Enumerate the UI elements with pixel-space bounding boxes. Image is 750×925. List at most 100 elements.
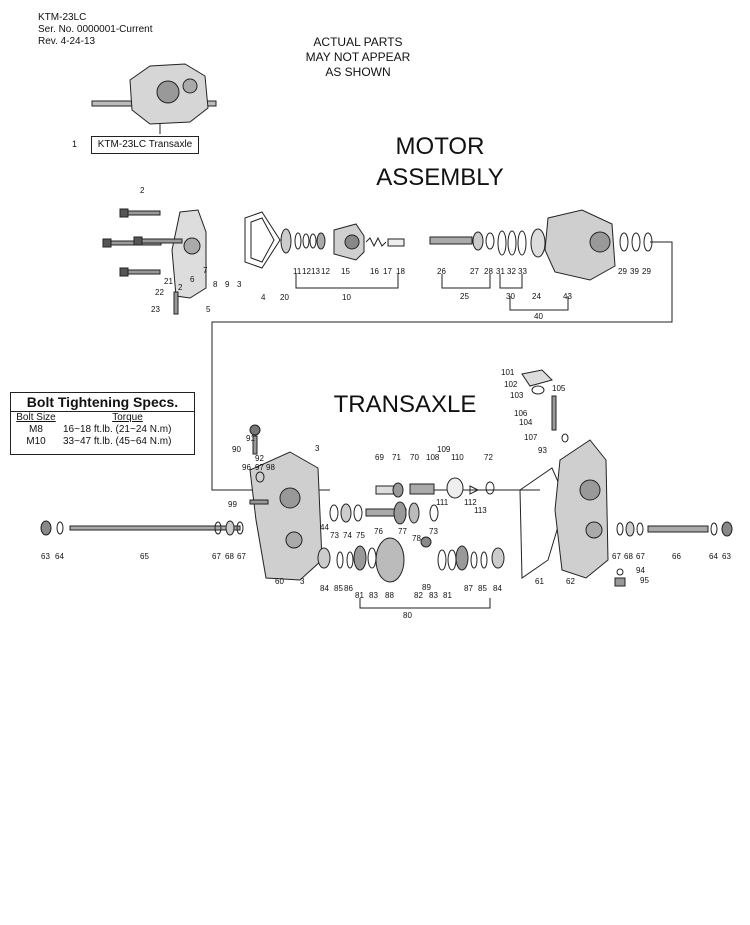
part-label: 67 <box>237 552 246 561</box>
bolt-size-cell: M10 <box>26 436 46 447</box>
notice-line-3: AS SHOWN <box>325 65 391 79</box>
part-label: 18 <box>396 267 405 276</box>
part-label: 22 <box>155 288 164 297</box>
part-label: 80 <box>403 611 412 620</box>
part-label: 83 <box>369 591 378 600</box>
part-label: 3 <box>300 577 305 586</box>
part-label: 77 <box>398 527 407 536</box>
motor-pin <box>387 238 405 247</box>
part-label: 82 <box>414 591 423 600</box>
part-label: 16 <box>370 267 379 276</box>
part-label: 8 <box>213 280 218 289</box>
part-label: 88 <box>385 591 394 600</box>
part-label: 74 <box>343 531 352 540</box>
part-label: 66 <box>672 552 681 561</box>
part-label: 107 <box>524 433 538 442</box>
part-label: 95 <box>640 576 649 585</box>
part-label: 12 <box>302 267 311 276</box>
assembly-callout-label: KTM-23LC Transaxle <box>91 136 199 154</box>
part-label: 63 <box>41 552 50 561</box>
part-label: 64 <box>55 552 64 561</box>
part-label: 73 <box>429 527 438 536</box>
part-label: 2 <box>178 283 183 292</box>
assembly-callout-number: 1 <box>72 139 78 149</box>
left-axle <box>69 525 241 531</box>
part-label: 83 <box>429 591 438 600</box>
part-label: 29 <box>642 267 651 276</box>
part-label: 3 <box>315 444 320 453</box>
part-label: 17 <box>383 267 392 276</box>
table-row: M10 33~47 ft.lb. (45~64 N.m) <box>11 436 194 448</box>
bolt-specs-table: Bolt Tightening Specs. Bolt Size Torque … <box>10 392 195 455</box>
part-label: 81 <box>443 591 452 600</box>
bolt-specs-grid: Bolt Size Torque M8 16~18 ft.lb. (21~24 … <box>11 412 194 448</box>
part-label: 85 <box>478 584 487 593</box>
part-label: 78 <box>412 534 421 543</box>
motor-gasket-inner <box>250 217 275 263</box>
part-label: 23 <box>151 305 160 314</box>
part-label: 72 <box>484 453 493 462</box>
part-label: 7 <box>203 266 208 275</box>
part-label: 67 <box>212 552 221 561</box>
part-label: 109 <box>437 445 451 454</box>
part-label: 61 <box>535 577 544 586</box>
parts-notice: ACTUAL PARTS MAY NOT APPEAR AS SHOWN <box>283 35 433 80</box>
part-label: 85 <box>334 584 343 593</box>
ring-gear <box>375 537 405 583</box>
part-label: 40 <box>534 312 543 321</box>
part-label: 113 <box>474 506 487 515</box>
motor-housing <box>544 209 616 281</box>
part-label: 93 <box>538 446 547 455</box>
part-label: 112 <box>464 498 477 507</box>
part-label: 9 <box>225 280 230 289</box>
part-label: 86 <box>344 584 353 593</box>
part-label: 5 <box>206 305 211 314</box>
motor-section-title-line-2: ASSEMBLY <box>376 164 504 191</box>
motor-section-title-line-1: MOTOR <box>395 133 485 160</box>
part-label: 90 <box>232 445 241 454</box>
part-label: 32 <box>507 267 516 276</box>
part-label: 60 <box>275 577 284 586</box>
revision-date: Rev. 4-24-13 <box>38 36 96 47</box>
part-label: 31 <box>496 267 505 276</box>
part-label: 92 <box>255 454 264 463</box>
part-label: 76 <box>374 527 383 536</box>
bolt-size-cell: M8 <box>29 424 43 435</box>
part-label: 75 <box>356 531 365 540</box>
part-label: 67 <box>636 552 645 561</box>
group-bracket-10 <box>295 274 399 289</box>
part-label: 21 <box>164 277 173 286</box>
part-label: 44 <box>320 523 329 532</box>
part-label: 43 <box>563 292 572 301</box>
part-label: 71 <box>392 453 401 462</box>
torque-cell: 16~18 ft.lb. (21~24 N.m) <box>63 424 172 435</box>
torque-cell: 33~47 ft.lb. (45~64 N.m) <box>63 436 172 447</box>
motor-to-transaxle-leader <box>211 241 673 491</box>
motor-rings <box>280 228 326 254</box>
part-label: 110 <box>451 453 464 462</box>
part-label: 111 <box>436 498 449 507</box>
part-label: 2 <box>140 186 145 195</box>
part-label: 68 <box>225 552 234 561</box>
bolt-specs-title: Bolt Tightening Specs. <box>11 393 194 412</box>
part-label: 99 <box>228 500 237 509</box>
part-label: 102 <box>504 380 518 389</box>
notice-line-1: ACTUAL PARTS <box>313 35 403 49</box>
transaxle-part-labels: 101 102 103 105 106 104 107 93 90 91 92 … <box>41 368 731 620</box>
part-label: 29 <box>618 267 627 276</box>
part-label: 108 <box>426 453 440 462</box>
motor-spring <box>365 236 387 248</box>
part-label: 24 <box>532 292 541 301</box>
part-label: 103 <box>510 391 524 400</box>
part-label: 84 <box>320 584 329 593</box>
part-label: 63 <box>722 552 731 561</box>
motor-part-labels: 2 2 21 22 23 6 7 8 9 3 4 5 20 11 12 13 1… <box>140 186 651 321</box>
motor-end-plate <box>171 209 207 299</box>
part-label: 13 <box>311 267 320 276</box>
part-label: 73 <box>330 531 339 540</box>
part-label: 81 <box>355 591 364 600</box>
part-label: 91 <box>246 434 255 443</box>
bolt-size-header: Bolt Size <box>16 412 56 423</box>
transaxle-section-title: TRANSAXLE <box>333 391 477 418</box>
